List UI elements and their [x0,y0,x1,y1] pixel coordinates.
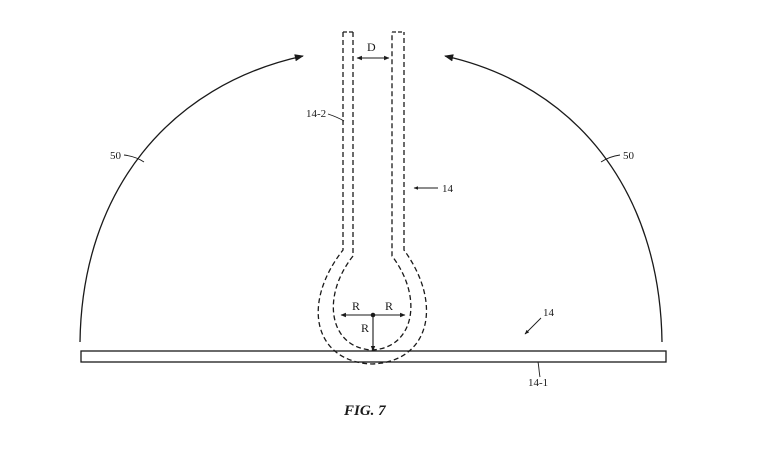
tube-inner-wall [332,32,412,351]
bend-arrow-right [444,54,663,343]
radius-label-left: R [352,299,360,313]
bend-arrow-left [79,54,304,343]
ref-label-14-2: 14-2 [306,108,326,120]
ref-label-14-plate: 14 [543,307,555,319]
ref-label-50-right: 50 [623,150,635,162]
width-label: D [367,40,376,54]
flat-plate [80,350,667,363]
leader-14-2 [327,113,345,122]
radius-label-down: R [361,321,369,335]
ref-label-50-left: 50 [110,150,122,162]
ref-label-14-1: 14-1 [528,377,548,389]
radius-label-right: R [385,299,393,313]
tube-outer-wall [317,32,428,365]
ref-label-14-tube: 14 [442,183,454,195]
leader-50-right [600,154,621,163]
leader-14-plate [524,317,542,335]
figure-caption: FIG. 7 [343,403,386,419]
leader-50-left [123,154,145,163]
leader-14-1 [537,361,541,378]
